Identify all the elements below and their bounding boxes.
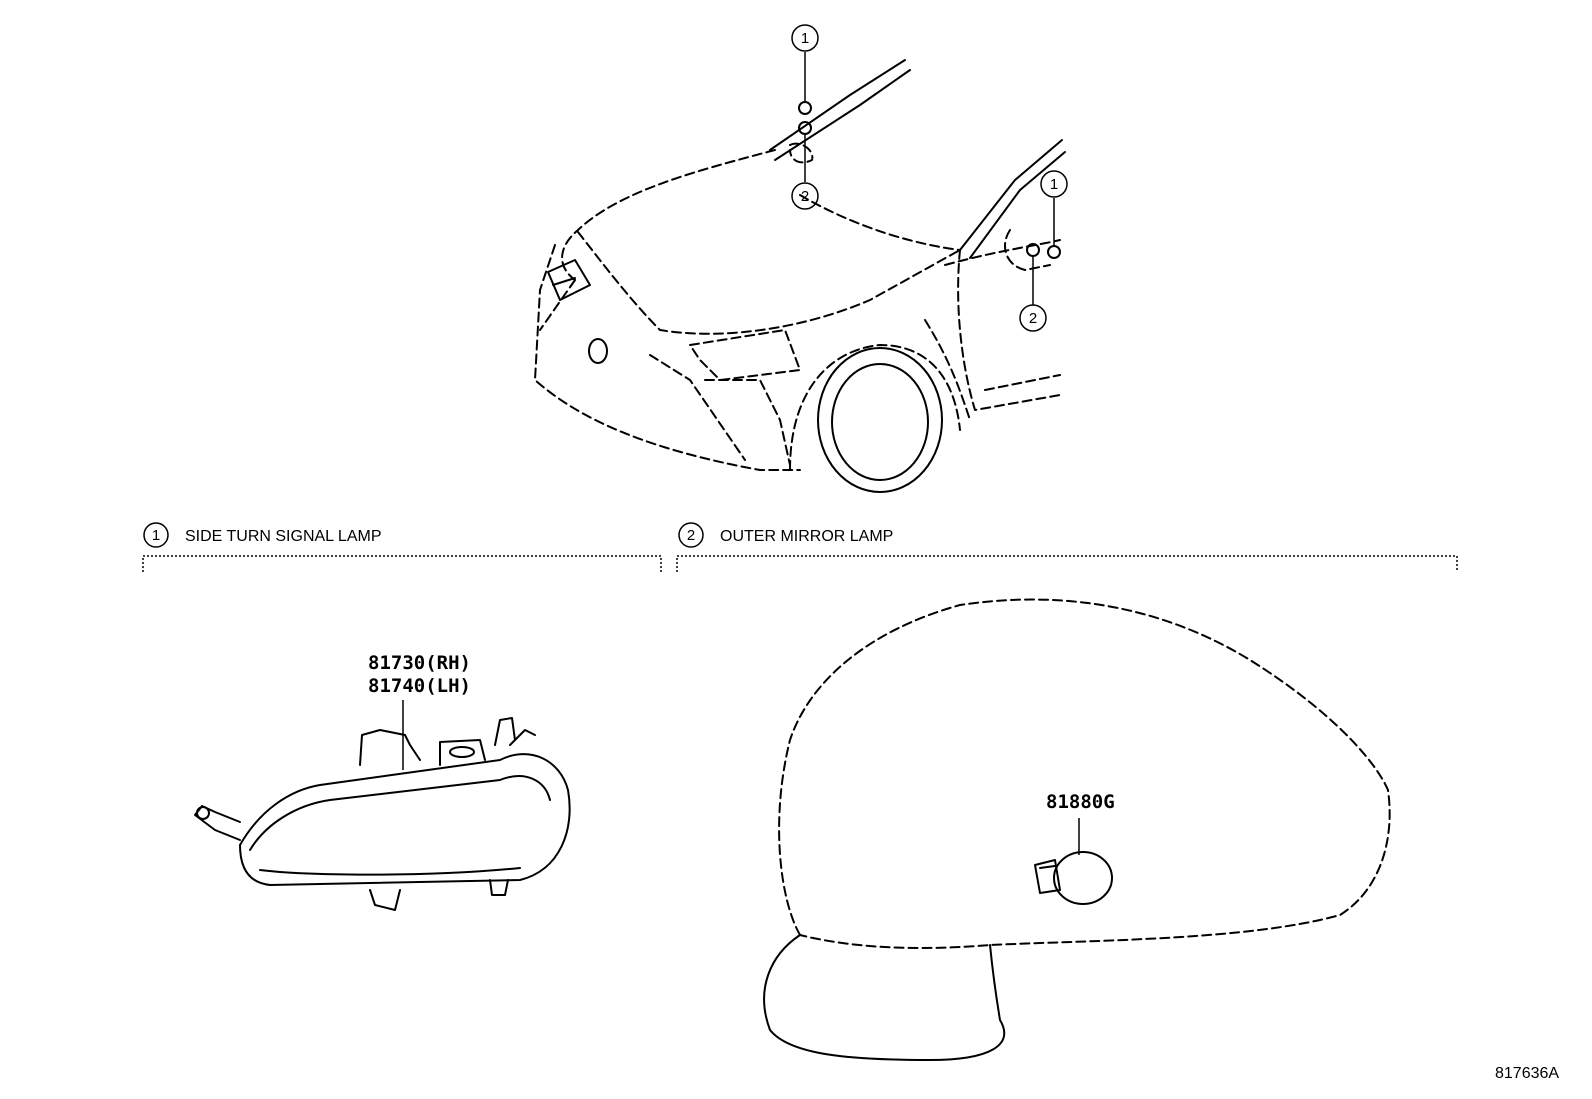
illustration-id: 817636A xyxy=(1495,1065,1559,1082)
svg-text:1: 1 xyxy=(152,527,160,544)
callout-circle-1-right: 1 xyxy=(1040,170,1068,198)
callout-markers xyxy=(798,52,1061,305)
section-header-outer-mirror: 2 OUTER MIRROR LAMP xyxy=(676,522,1458,572)
side-turn-signal-lamp-drawing xyxy=(194,700,571,911)
svg-text:OUTER MIRROR LAMP: OUTER MIRROR LAMP xyxy=(720,528,893,545)
svg-text:SIDE TURN SIGNAL LAMP: SIDE TURN SIGNAL LAMP xyxy=(185,528,382,545)
svg-text:1: 1 xyxy=(1050,176,1058,193)
svg-text:2: 2 xyxy=(1029,310,1037,327)
callout-circle-2-right: 2 xyxy=(1019,304,1047,332)
part-number-81880g: 81880G xyxy=(1046,791,1115,813)
section-header-side-turn-signal: 1 SIDE TURN SIGNAL LAMP xyxy=(142,522,662,572)
part-number-81730-rh: 81730(RH) xyxy=(368,652,471,674)
marker-turn-signal-right xyxy=(1047,245,1061,259)
svg-text:2: 2 xyxy=(687,527,695,544)
marker-turn-signal-left xyxy=(798,101,812,115)
outer-mirror-drawing xyxy=(763,598,1391,1061)
part-number-81740-lh: 81740(LH) xyxy=(368,675,471,697)
svg-text:2: 2 xyxy=(801,188,809,205)
car-illustration xyxy=(534,59,1066,493)
callout-circle-1-top: 1 xyxy=(791,24,819,52)
svg-text:1: 1 xyxy=(801,30,809,47)
callout-circle-2-top: 2 xyxy=(791,182,819,210)
